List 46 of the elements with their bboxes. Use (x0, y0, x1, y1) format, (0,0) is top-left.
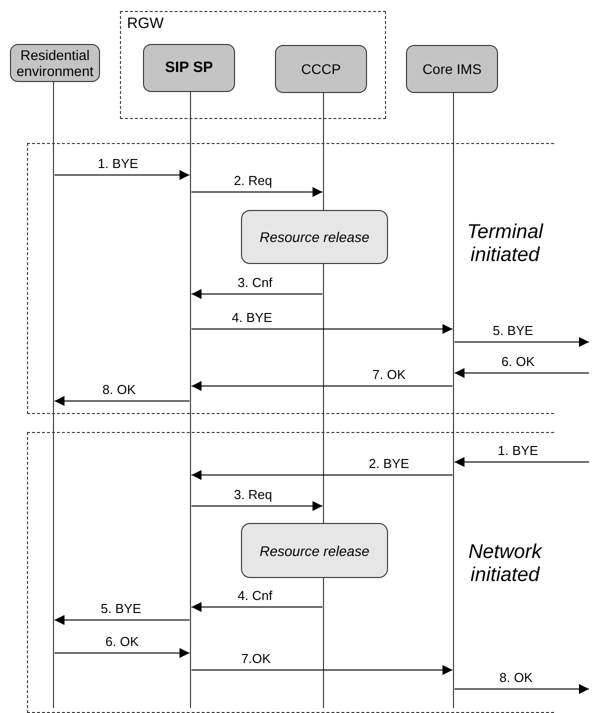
message-arrow (54, 648, 190, 658)
message-arrow (191, 324, 453, 334)
edge-label: 2. Req (234, 173, 272, 188)
edge-label: 5. BYE (492, 323, 534, 338)
participant-box: CCCP (275, 45, 367, 93)
message-arrow (454, 457, 590, 467)
message-arrow (191, 381, 453, 391)
message-arrow (54, 396, 190, 406)
group-title: RGW (127, 15, 164, 32)
message-arrow (191, 665, 453, 675)
message-arrow (54, 170, 190, 180)
message-arrow (191, 187, 323, 197)
group-frame (120, 11, 386, 119)
edge-label: 1. BYE (498, 443, 538, 458)
participant-box: Core IMS (406, 45, 498, 93)
process-box: Resource release (241, 523, 388, 578)
lifeline (453, 93, 454, 708)
edge-label: 8. OK (499, 670, 533, 685)
message-arrow (454, 368, 590, 378)
process-box: Resource release (241, 210, 388, 264)
message-arrow (191, 289, 323, 299)
participant-box: Residential environment (10, 44, 100, 82)
edge-label: 7.OK (241, 651, 271, 666)
edge-label: 2. BYE (368, 456, 410, 471)
edge-label: 3. Cnf (238, 275, 272, 290)
message-arrow (191, 602, 323, 612)
participant-box: SIP SP (143, 44, 235, 92)
edge-label: 6. OK (105, 634, 139, 649)
edge-label: 4. BYE (232, 310, 272, 325)
fragment-title: Network initiated (467, 541, 544, 587)
message-arrow (454, 337, 590, 347)
edge-label: 1. BYE (98, 156, 138, 171)
lifeline (53, 82, 54, 708)
message-arrow (191, 501, 323, 511)
lifeline (190, 91, 191, 708)
lifeline (323, 92, 324, 708)
edge-label: 8. OK (102, 382, 136, 397)
edge-label: 7. OK (372, 367, 406, 382)
edge-label: 6. OK (501, 354, 535, 369)
fragment-title: Terminal initiated (466, 221, 544, 267)
edge-label: 5. BYE (100, 601, 142, 616)
message-arrow (454, 684, 590, 694)
edge-label: 4. Cnf (238, 588, 272, 603)
message-arrow (191, 470, 453, 480)
message-arrow (54, 615, 190, 625)
edge-label: 3. Req (234, 487, 272, 502)
